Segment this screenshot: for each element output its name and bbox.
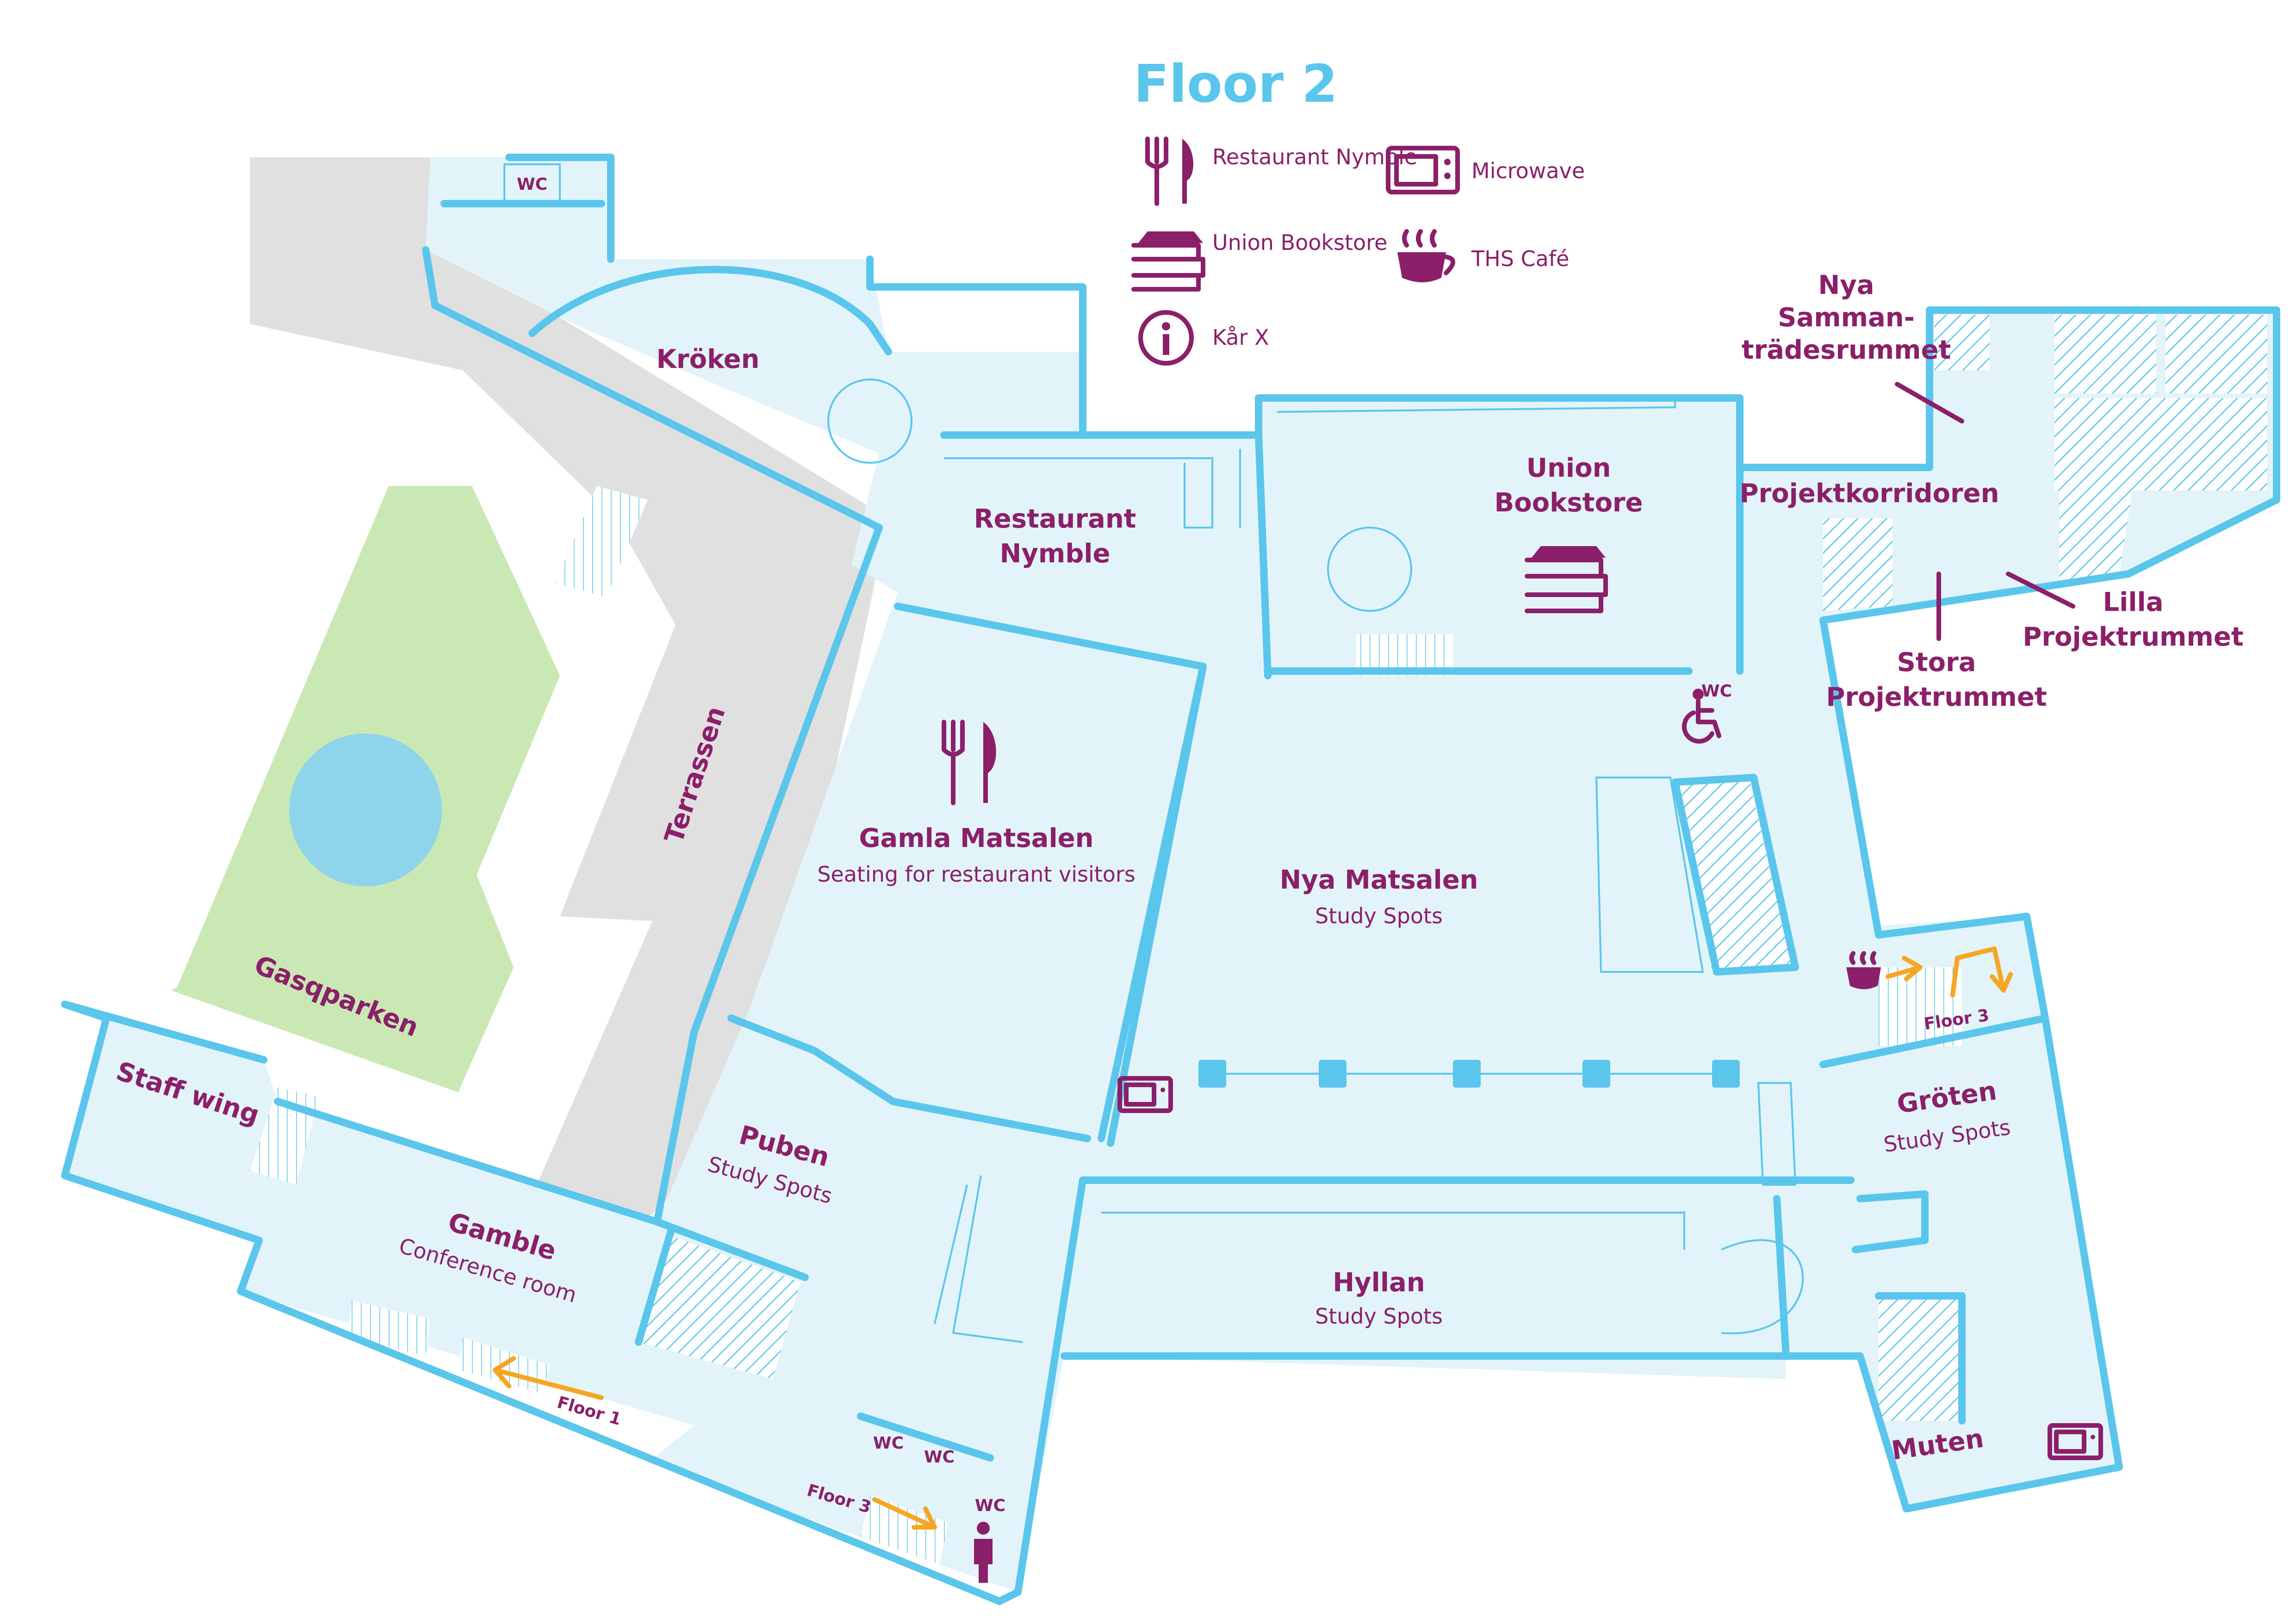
wc-label: WC: [1701, 682, 1732, 701]
room-kroken: Kröken: [656, 344, 759, 374]
room-nya-matsalen: Nya Matsalen: [1279, 865, 1478, 895]
room-nya-sub: Study Spots: [1315, 903, 1443, 928]
room-nya-samm-line1: Nya: [1818, 270, 1874, 300]
room-nya-samm-line3: trädesrummet: [1742, 335, 1951, 365]
room-gamla-sub: Seating for restaurant visitors: [817, 862, 1136, 887]
page-title: Floor 2: [1134, 54, 1338, 114]
legend-bookstore: Union Bookstore: [1212, 230, 1387, 255]
room-hyllan: Hyllan: [1333, 1268, 1425, 1298]
terrassen-area: [250, 157, 888, 1222]
room-union-line1: Union: [1527, 453, 1611, 483]
bookstore-icon: [1131, 231, 1205, 292]
legend-microwave: Microwave: [1471, 158, 1585, 183]
room-restaurant-line1: Restaurant: [974, 504, 1136, 534]
room-lilla-line1: Lilla: [2103, 587, 2163, 617]
cafe-icon: [1397, 229, 1455, 282]
microwave-icon: [1386, 146, 1460, 194]
person-icon: [974, 1522, 993, 1583]
room-union-line2: Bookstore: [1494, 488, 1643, 518]
gasqparken-area: [171, 486, 560, 1092]
room-gamla-matsalen: Gamla Matsalen: [859, 823, 1093, 853]
legend-info: Kår X: [1212, 325, 1269, 350]
cafe-icon: [1846, 951, 1881, 989]
bookstore-icon: [1525, 546, 1608, 613]
wc-label: WC: [873, 1434, 904, 1453]
room-projektkorridoren: Projektkorridoren: [1740, 479, 1999, 509]
room-lilla-line2: Projektrummet: [2023, 622, 2243, 652]
pond: [289, 734, 442, 886]
microwave-icon: [2048, 1423, 2103, 1460]
wc-label: WC: [975, 1496, 1005, 1515]
walls: [61, 154, 2280, 1605]
restaurant-icon: [942, 720, 996, 805]
room-stora-line2: Projektrummet: [1826, 682, 2047, 712]
arrow-icon: [1886, 956, 1923, 981]
wheelchair-icon: [1682, 689, 1721, 744]
hatched-blocks: [639, 315, 2267, 1421]
room-restaurant-line2: Nymble: [1000, 539, 1111, 569]
microwave-icon: [1117, 1076, 1173, 1113]
wc-label: WC: [517, 175, 547, 194]
legend-cafe: THS Café: [1471, 246, 1569, 271]
building-fill: [65, 157, 2277, 1592]
wc-labels: WC WC WC WC WC: [503, 163, 1732, 1515]
room-nya-samm-line2: Samman-: [1778, 303, 1915, 333]
columns: [1198, 1060, 1740, 1088]
room-hyllan-sub: Study Spots: [1315, 1304, 1443, 1329]
legend: Restaurant Nymble Microwave Union Bookst…: [1131, 137, 1585, 366]
wc-label: WC: [924, 1448, 955, 1467]
room-stora-line1: Stora: [1897, 647, 1976, 678]
restaurant-icon: [1145, 137, 1193, 206]
arrow-icon: [493, 1356, 604, 1400]
info-icon: [1138, 310, 1194, 366]
arrow-icon: [872, 1497, 937, 1530]
arrow-icon: [1950, 946, 2013, 997]
legend-restaurant: Restaurant Nymble: [1212, 144, 1417, 169]
